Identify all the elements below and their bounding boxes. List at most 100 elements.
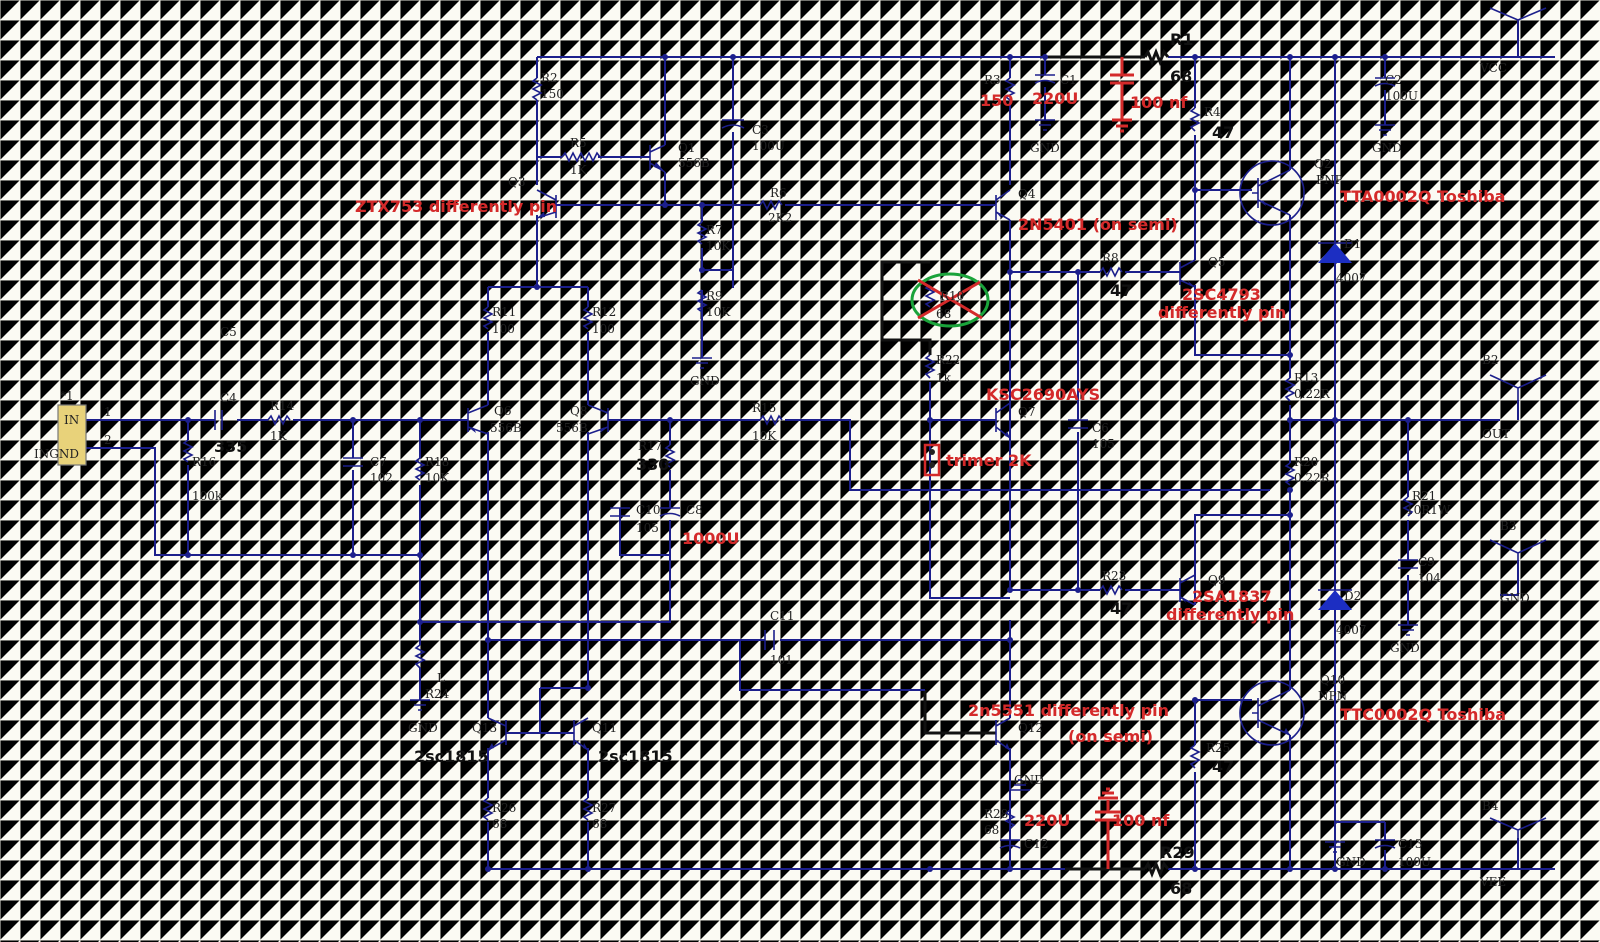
ground-symbols [410,119,1418,853]
out-label: OUT [1482,427,1510,441]
c9-label: C9 [1418,555,1435,569]
r18-label: R18 [425,455,449,469]
c12-value: 220U [1024,811,1070,830]
r11-value: 100 [492,322,515,336]
gnd-label-c1: GND [1030,141,1060,155]
gnd-label-c2: GND [1372,141,1402,155]
q8-value: 556B [556,421,588,435]
q12-note: 2n5551 differently pin [968,701,1169,720]
r15-value: 10K [752,429,777,443]
labels: *1 IN INGND 1 2 C5 C4 335 R14 1K R16 100… [34,30,1530,898]
r8-label: R8 [1102,251,1119,265]
r27-value: 68 [592,817,607,831]
c3-value: 100U [752,139,785,153]
r10-crossed-out [910,272,990,328]
r24-value: L [437,671,445,685]
q13-note: 2sc1815 [414,747,489,766]
r25-label: R25 [1206,741,1230,755]
r28-value: 68 [984,823,999,837]
q2-label: Q2 [1314,157,1331,171]
diode-symbols [1318,242,1352,610]
c7-label: C7 [370,455,387,469]
c10-value: 105 [636,521,659,535]
r29-value: 68 [1170,879,1192,898]
trimer-note: trimer 2K [946,451,1032,470]
vcc-label: VCC [1479,61,1507,75]
r25-value: 47 [1212,757,1234,776]
r5-value: 1K [570,163,588,177]
r3-value: 150 [980,91,1013,110]
r1-value: 68 [1170,67,1192,86]
r14-value: 1K [270,429,288,443]
r9-value: 10K [706,305,731,319]
gnd-label-r9: GND [690,374,720,388]
ingnd-pin-label: INGND [34,447,79,461]
r13-value: 0.22R [1294,387,1331,401]
nf-bot-note: 100 nf [1112,811,1170,830]
gnd-label-r24: GND [408,721,438,735]
c6-label: C6 [1092,421,1109,435]
r10-label: R10 [940,289,964,303]
q7-note: KSC2690AYS [986,385,1100,404]
gnd-label-c13: GND [1336,855,1366,869]
q10-value: NPN [1318,689,1347,703]
d1-label: D1 [1344,237,1361,251]
q3-note: ZTX753 differently pin [355,197,557,216]
q12-label: Q12 [1018,721,1043,735]
r20-label: R20 [1294,455,1318,469]
r2-value: 150 [541,87,564,101]
r7-value: 10K [706,239,731,253]
c1-value: 220U [1032,89,1078,108]
r12-value: 100 [592,322,615,336]
r22-label: R22 [936,353,960,367]
c6-value: 105 [1092,437,1115,451]
r14-label: R14 [270,399,295,413]
r12-label: R12 [592,305,616,319]
q11-note: 2sc1815 [598,747,673,766]
c11-label: C11 [770,609,794,623]
c8-label: C8 [686,503,703,517]
pin1-label: 1 [104,405,112,419]
r20-value: 0.22R [1294,471,1331,485]
q1-value: 556B [678,156,710,170]
q10-label: Q10 [1320,673,1345,687]
d2-value: 4007 [1336,623,1367,637]
b4-label: B4 [1482,799,1499,813]
r24-label: R24 [425,687,450,701]
r22-value: 1k [936,371,952,385]
c8-value: 1000U [682,529,740,548]
r17-label: R17 [638,439,662,453]
q5-label: Q5 [1208,255,1225,269]
b3-label: B3 [1500,519,1516,533]
r6-label: R6 [770,186,787,200]
q2-value: PNP [1316,173,1343,187]
r6-value: 2K2 [768,211,792,225]
q5-note: 2SC4793 [1182,285,1261,304]
r23-label: R23 [1102,569,1126,583]
q9-note2: differently pin [1166,605,1294,624]
c13-label: C13 [1398,837,1422,851]
q6-value: 556B [490,421,522,435]
b2-label: B2 [1482,353,1498,367]
r9-label: R9 [706,289,723,303]
q8-label: Q8 [570,404,587,418]
q4-note: 2N5401 (on semi) [1018,215,1178,234]
q12-note2: (on semi) [1068,727,1153,746]
r13-label: R13 [1294,371,1318,385]
q2-note: TTA0002Q Toshiba [1340,187,1505,206]
q11-label: Q11 [592,721,617,735]
r26-value: 68 [492,817,507,831]
gnd-label-c9: GND [1390,641,1420,655]
r8-value: 47 [1110,281,1132,300]
port-flags [1489,7,1547,838]
resistor-symbols [182,47,1414,879]
r2-label: R2 [541,71,558,85]
in-pin-label: IN [64,413,79,427]
q4-label: Q4 [1018,187,1036,201]
r7-label: R7 [706,223,723,237]
r1-label: R1 [1170,30,1193,49]
pin2-label: 2 [104,433,112,447]
q10-note: TTC0002Q Toshiba [1340,705,1506,724]
